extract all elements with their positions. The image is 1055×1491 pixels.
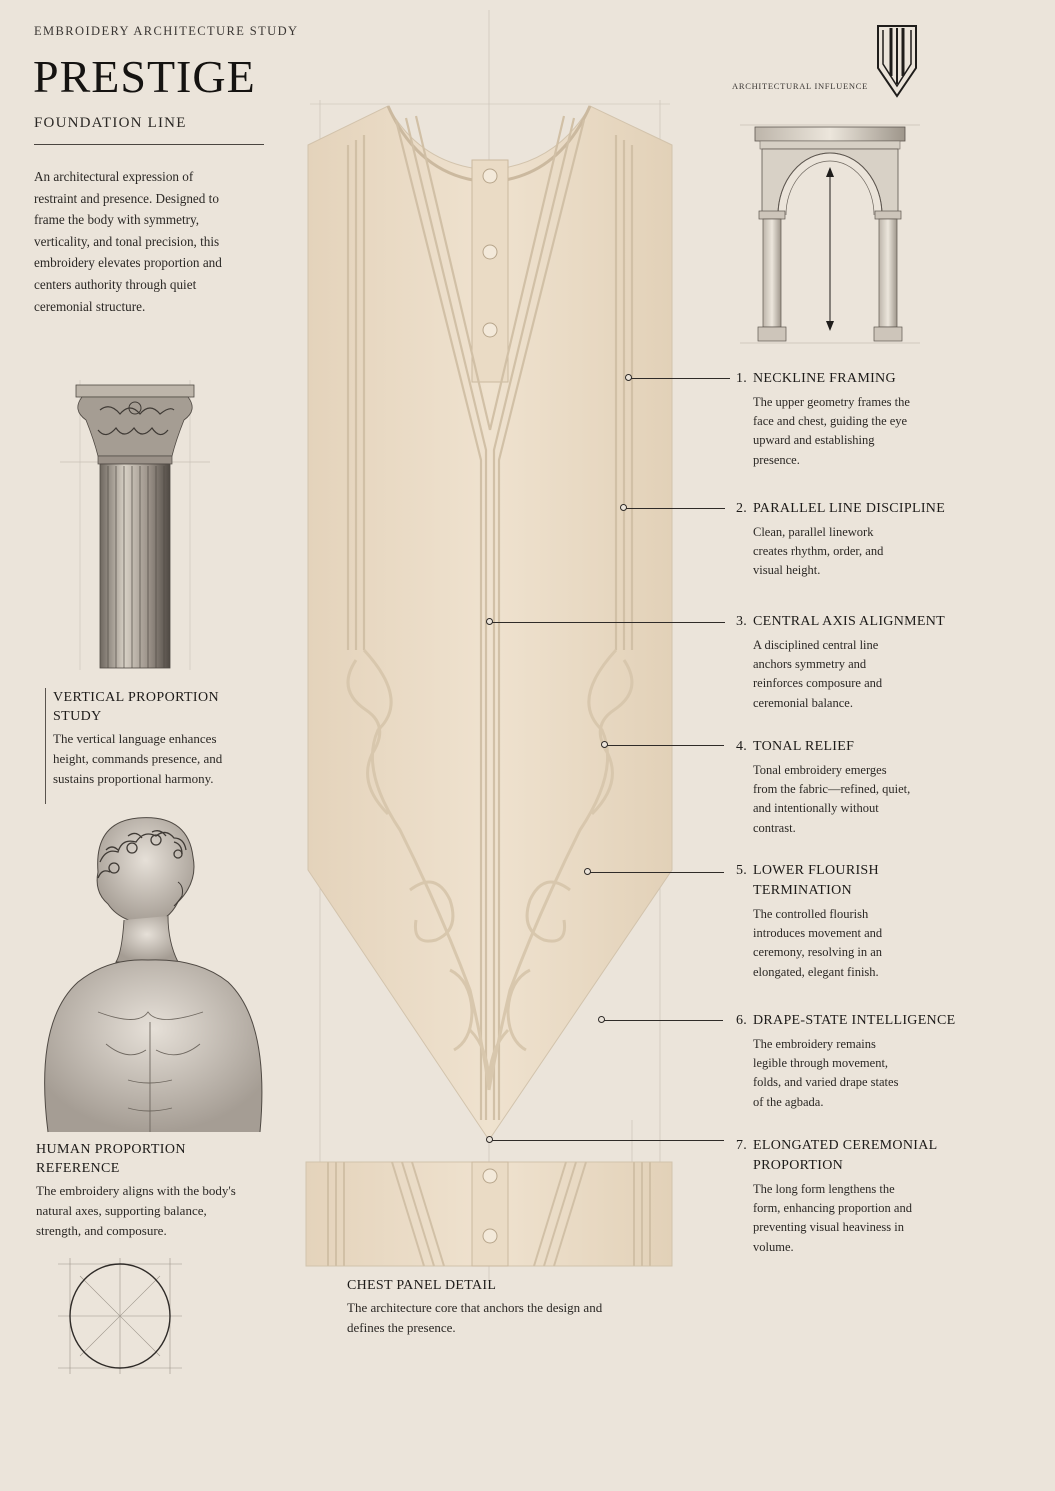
chest-panel-body: The architecture core that anchors the d… <box>347 1300 603 1335</box>
note-body: The upper geometry frames the face and c… <box>753 395 910 467</box>
note-tonal-relief: 4. TONAL RELIEF Tonal embroidery emerges … <box>736 737 966 838</box>
leader-dot-7 <box>486 1136 493 1143</box>
intro-text: An architectural expression of restraint… <box>34 169 222 314</box>
leader-line-2 <box>625 508 725 509</box>
leader-dot-2 <box>620 504 627 511</box>
note-parallel-line-discipline: 2. PARALLEL LINE DISCIPLINE Clean, parall… <box>736 499 966 581</box>
human-reference-heading: HUMAN PROPORTION REFERENCE <box>36 1142 186 1176</box>
note-central-axis-alignment: 3. CENTRAL AXIS ALIGNMENT A disciplined c… <box>736 612 966 713</box>
leader-dot-5 <box>584 868 591 875</box>
note-number: 5. <box>736 863 748 878</box>
arch-illustration <box>740 124 920 344</box>
leader-dot-4 <box>601 741 608 748</box>
note-drape-state-intelligence: 6. DRAPE-STATE INTELLIGENCE The embroider… <box>736 1011 966 1112</box>
note-title: NECKLINE FRAMING <box>753 371 896 386</box>
brand-crest-icon <box>877 25 917 98</box>
note-body: The controlled flourish introduces movem… <box>753 907 883 979</box>
note-title: PARALLEL LINE DISCIPLINE <box>753 501 946 516</box>
leader-dot-3 <box>486 618 493 625</box>
leader-dot-6 <box>598 1016 605 1023</box>
note-number: 3. <box>736 614 748 629</box>
note-title: LOWER FLOURISH TERMINATION <box>753 863 879 898</box>
proportion-circle-diagram <box>58 1258 182 1374</box>
note-body: The embroidery remains legible through m… <box>753 1037 899 1109</box>
note-number: 1. <box>736 371 748 386</box>
human-reference: HUMAN PROPORTION REFERENCE The embroider… <box>36 1140 236 1241</box>
leader-line-1 <box>630 378 730 379</box>
note-title: ELONGATED CEREMONIAL PROPORTION <box>753 1138 937 1173</box>
bust-illustration <box>44 817 263 1133</box>
note-title: TONAL RELIEF <box>753 739 855 754</box>
embroidery-panel-illustration <box>305 10 673 1280</box>
corinthian-column-illustration <box>60 380 210 670</box>
note-number: 4. <box>736 739 748 754</box>
leader-line-4 <box>606 745 724 746</box>
vertical-study: VERTICAL PROPORTION STUDY The vertical l… <box>53 688 238 789</box>
note-body: Clean, parallel linework creates rhythm,… <box>753 525 884 578</box>
leader-line-7 <box>491 1140 724 1141</box>
leader-line-6 <box>603 1020 723 1021</box>
chest-panel-heading: CHEST PANEL DETAIL <box>347 1278 497 1293</box>
leader-line-5 <box>589 872 724 873</box>
page-title: PRESTIGE <box>33 51 256 102</box>
leader-dot-1 <box>625 374 632 381</box>
vertical-study-rule <box>45 688 46 804</box>
vertical-study-heading: VERTICAL PROPORTION STUDY <box>53 690 220 724</box>
human-reference-body: The embroidery aligns with the body's na… <box>36 1183 236 1238</box>
title-divider <box>34 144 264 145</box>
note-body: A disciplined central line anchors symme… <box>753 638 883 710</box>
note-body: The long form lengthens the form, enhanc… <box>753 1182 912 1254</box>
note-elongated-ceremonial-proportion: 7. ELONGATED CEREMONIAL PROPORTION The lo… <box>736 1136 961 1257</box>
note-title: DRAPE-STATE INTELLIGENCE <box>753 1013 956 1028</box>
vertical-study-body: The vertical language enhances height, c… <box>53 731 223 786</box>
note-number: 6. <box>736 1013 748 1028</box>
note-number: 7. <box>736 1138 748 1153</box>
note-neckline-framing: 1. NECKLINE FRAMING The upper geometry fr… <box>736 369 966 470</box>
leader-line-3 <box>491 622 725 623</box>
influence-label: ARCHITECTURAL INFLUENCE <box>732 81 868 91</box>
note-title: CENTRAL AXIS ALIGNMENT <box>753 614 945 629</box>
note-lower-flourish-termination: 5. LOWER FLOURISH TERMINATION The control… <box>736 861 926 982</box>
page-subtitle: FOUNDATION LINE <box>34 115 187 131</box>
eyebrow: EMBROIDERY ARCHITECTURE STUDY <box>34 24 299 38</box>
note-body: Tonal embroidery emerges from the fabric… <box>753 763 911 835</box>
chest-panel-caption: CHEST PANEL DETAIL The architecture core… <box>347 1278 607 1338</box>
note-number: 2. <box>736 501 748 516</box>
